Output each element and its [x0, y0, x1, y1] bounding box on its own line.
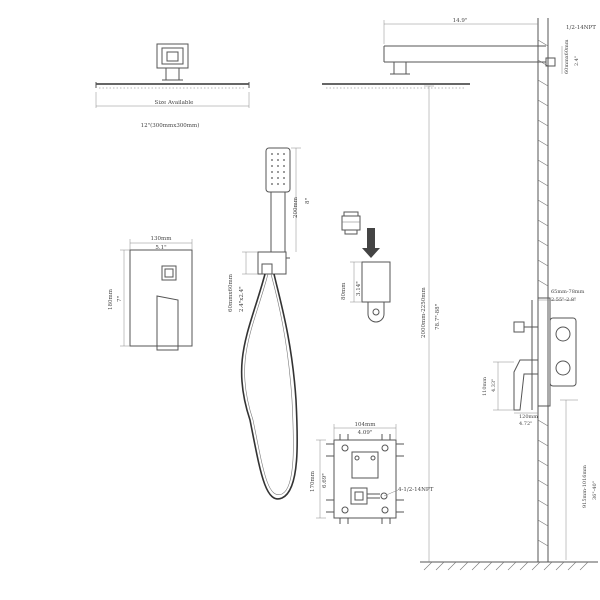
trim-height-mm-label: 180mm [108, 288, 114, 310]
arm-drop-in-label: 2.4" [574, 56, 580, 66]
holder-height-mm-label: 80mm [341, 282, 347, 300]
outlet-size-mm-label: 60mmx60mm [228, 273, 234, 312]
valve-height-mm-label: 110mm [482, 377, 488, 396]
valve-width-mm-label: 120mm [519, 414, 538, 420]
total-height-dimension [424, 85, 434, 562]
holder-height-dimension [350, 261, 362, 303]
hand-shower-view: 200mm 8" 60mmx60mm 2.4"x2.4" [228, 147, 311, 500]
floor [420, 561, 598, 571]
wall-side-view: 14.9" 1/2-14NPT 60mmx60mm 2.4" 2000mm-22… [322, 18, 598, 571]
shower-head-size-label: 12"(300mmx300mm) [141, 122, 200, 129]
wall-outlet-holder [257, 251, 290, 275]
rough-in-valve-body [326, 434, 404, 524]
rough-in-width-dimension [333, 424, 397, 440]
total-height-mm-label: 2000mm-2250mm [421, 287, 427, 338]
valve-width-in-label: 4.72" [519, 421, 532, 427]
valve-height-dimension [493, 361, 514, 411]
rough-in-valve-view: 104mm 4.09" 170mm 6.69" 4-1/2-14NPT [310, 422, 434, 524]
shower-head-width-dimension [95, 92, 250, 108]
arm-length-dimension [383, 20, 538, 44]
trim-height-dimension [120, 249, 130, 347]
valve-trim-handles [513, 300, 538, 411]
down-arrow-icon [362, 228, 380, 258]
rough-in-thread-label: 4-1/2-14NPT [398, 487, 434, 493]
thread-top-label: 1/2-14NPT [566, 25, 596, 31]
trim-plate-view: 130mm 5.1" 180mm 7" [108, 236, 193, 351]
hand-shower-handle [270, 192, 286, 252]
holder-connector-part [341, 211, 361, 235]
hand-shower-hose [240, 273, 299, 500]
rough-in-height-mm-label: 170mm [310, 470, 316, 492]
hand-shower-length-mm-label: 200mm [293, 196, 299, 218]
valve-floor-height-in-label: 36"-40" [592, 481, 598, 500]
hand-shower-length-dimension [291, 147, 301, 252]
valve-floor-height-dimension [560, 399, 578, 560]
arm-length-label: 14.9" [453, 18, 468, 24]
rough-in-width-mm-label: 104mm [355, 422, 377, 428]
shower-arm [383, 45, 556, 75]
total-height-in-label: 78.7"-88" [435, 304, 441, 330]
outlet-size-dimension [242, 251, 258, 275]
valve-height-in-label: 4.33" [491, 379, 497, 392]
trim-width-mm-label: 130mm [151, 236, 173, 242]
shower-holder [361, 261, 391, 323]
valve-floor-height-mm-label: 915mm-1016mm [582, 465, 588, 508]
trim-height-in-label: 7" [117, 296, 123, 302]
hand-shower-length-in-label: 8" [305, 198, 311, 204]
thread-leader-line [383, 489, 399, 497]
rough-in-height-in-label: 6.69" [322, 473, 328, 488]
in-wall-valve-body [537, 297, 577, 407]
shower-head-front-view: Size Available 12"(300mmx300mm) [95, 43, 250, 129]
arm-drop-mm-label: 60mmx60mm [564, 39, 570, 74]
shower-head-arm-connector [156, 43, 189, 81]
trim-width-in-label: 5.1" [155, 245, 166, 251]
holder-view: 80mm 3.14" [341, 211, 391, 323]
hand-shower-head [265, 147, 291, 193]
valve-depth-mm-label: 65mm-78mm [551, 289, 585, 295]
shower-head-size-note: Size Available [155, 100, 194, 106]
holder-height-in-label: 3.14" [356, 281, 362, 296]
trim-plate [129, 249, 193, 351]
rough-in-height-dimension [316, 439, 326, 519]
rough-in-width-in-label: 4.09" [358, 430, 373, 436]
wall-shower-head [322, 83, 470, 89]
wall [537, 18, 549, 562]
shower-head-plate [95, 82, 250, 89]
outlet-size-in-label: 2.4"x2.4" [239, 286, 245, 312]
valve-depth-in-label: 2.55"-2.8" [551, 297, 576, 303]
trim-width-dimension [129, 239, 193, 250]
